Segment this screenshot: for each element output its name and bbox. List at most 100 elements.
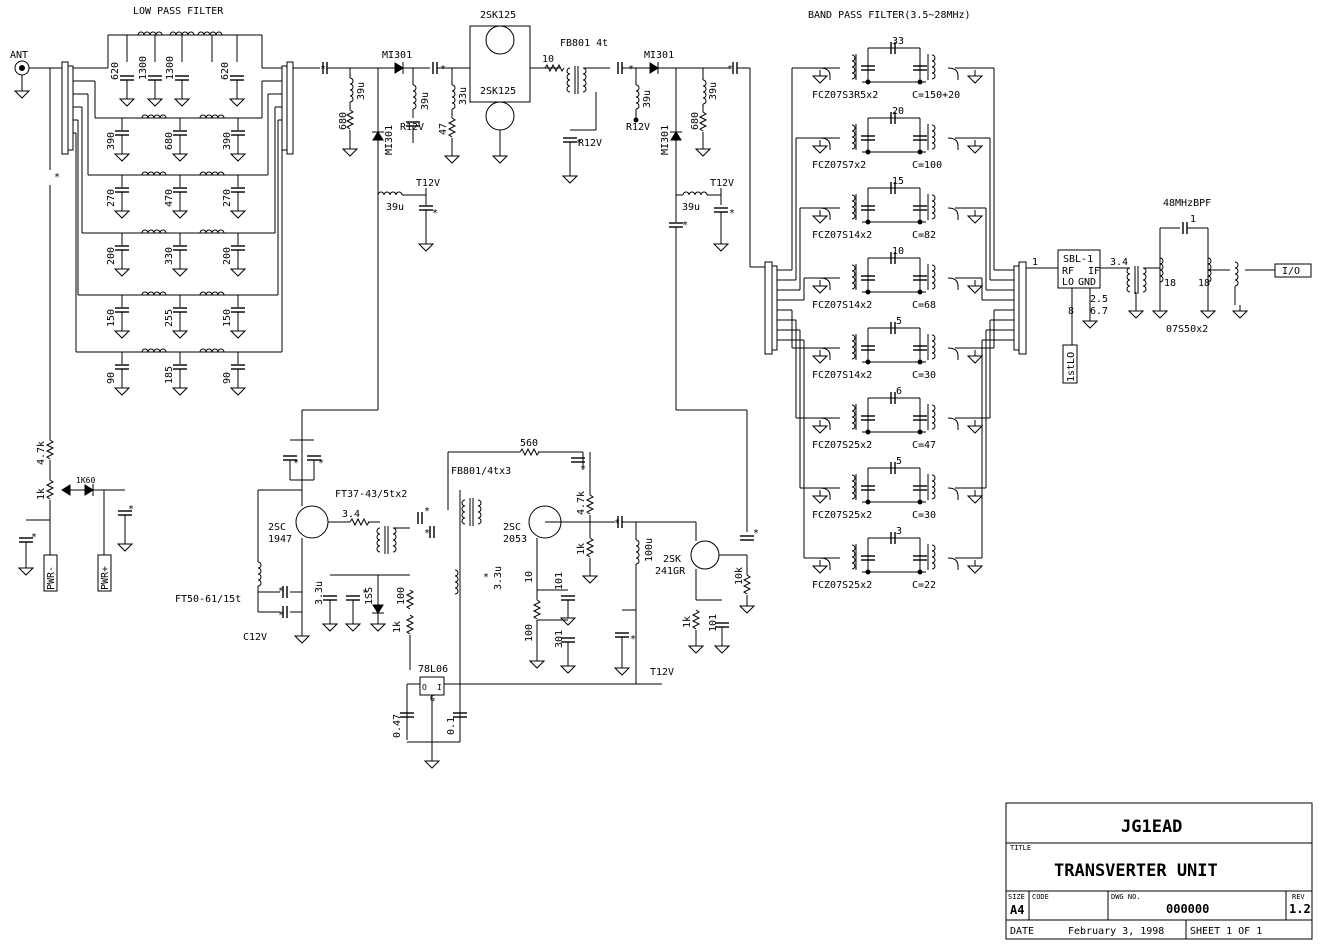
bpf-coil-type: FCZ07S25x2 bbox=[812, 440, 872, 451]
code-label: CODE bbox=[1032, 893, 1049, 901]
label-1k-d: 1k bbox=[682, 616, 693, 628]
label-t12v-b: T12V bbox=[710, 178, 734, 189]
label-101-b: 101 bbox=[708, 614, 719, 632]
unspecified-value-mark: * bbox=[483, 572, 489, 583]
label-39u-a: 39u bbox=[356, 82, 367, 100]
title-block-text: JG1EAD TITLE TRANSVERTER UNIT SIZE A4 CO… bbox=[1008, 817, 1311, 937]
unspecified-value-mark: * bbox=[318, 458, 324, 469]
bpf-resonator-cap: C=82 bbox=[912, 230, 936, 241]
bpf-resonator-cap: C=47 bbox=[912, 440, 936, 451]
bpf-resonator-cap: C=22 bbox=[912, 580, 936, 591]
label-c18-b: 18 bbox=[1198, 278, 1210, 289]
label-2sc1947-a: 2SC bbox=[268, 522, 286, 533]
label-4k7-a: 4.7k bbox=[36, 441, 47, 465]
company-name: JG1EAD bbox=[1121, 817, 1182, 837]
unspecified-value-mark: * bbox=[682, 220, 688, 231]
size-label: SIZE bbox=[1008, 893, 1025, 901]
label-3-3u-b: 3.3u bbox=[493, 566, 504, 590]
bpf-coupling-cap: 5 bbox=[896, 316, 902, 327]
bpf-coil-type: FCZ07S7x2 bbox=[812, 160, 866, 171]
label-mi301-a: MI301 bbox=[382, 50, 412, 61]
label-39u-d: 39u bbox=[708, 82, 719, 100]
bpf-resonator-cap: C=150+20 bbox=[912, 90, 960, 101]
date-label: DATE bbox=[1010, 926, 1034, 937]
label-fet-bot: 2SK125 bbox=[480, 86, 516, 97]
label-2sc2053-a: 2SC bbox=[503, 522, 521, 533]
bpf-resonator-cap: C=100 bbox=[912, 160, 942, 171]
label-reg-g: G bbox=[430, 694, 435, 703]
label-io: I/O bbox=[1282, 266, 1300, 277]
label-c1: 1 bbox=[1190, 214, 1196, 225]
label-100u: 100u bbox=[644, 538, 655, 562]
bpf-resonator-cap: C=68 bbox=[912, 300, 936, 311]
label-100-a: 100 bbox=[396, 587, 407, 605]
label-1k-a: 1k bbox=[36, 488, 47, 500]
label-33u: 33u bbox=[458, 87, 469, 105]
label-4k7-b: 4.7k bbox=[576, 491, 587, 515]
label-fb801-4t: FB801 4t bbox=[560, 38, 608, 49]
low-pass-filter bbox=[14, 34, 294, 440]
label-band-pass-filter: BAND PASS FILTER(3.5~28MHz) bbox=[808, 10, 971, 21]
unspecified-value-mark: * bbox=[424, 506, 430, 517]
label-t12v-c: T12V bbox=[650, 667, 674, 678]
lpf-cap-value: 200 bbox=[222, 247, 233, 265]
label-c18-a: 18 bbox=[1164, 278, 1176, 289]
lpf-cap-value: 1300 bbox=[165, 56, 176, 80]
bpf-coupling-cap: 15 bbox=[892, 176, 904, 187]
label-pins-2-5: 2.5 bbox=[1090, 294, 1108, 305]
lpf-cap-value: 470 bbox=[164, 189, 175, 207]
unspecified-value-mark: * bbox=[614, 518, 620, 529]
label-301: 301 bbox=[554, 630, 565, 648]
label-2sk241-b: 241GR bbox=[655, 566, 686, 577]
label-fet-top: 2SK125 bbox=[480, 10, 516, 21]
labels-layer: LOW PASS FILTER BAND PASS FILTER(3.5~28M… bbox=[10, 6, 1300, 738]
label-t12v-a: T12V bbox=[416, 178, 440, 189]
lpf-cap-value: 90 bbox=[222, 372, 233, 384]
unspecified-value-mark: * bbox=[424, 528, 430, 539]
lpf-cap-value: 680 bbox=[164, 132, 175, 150]
lpf-cap-value: 390 bbox=[222, 132, 233, 150]
label-ft37: FT37-43/5tx2 bbox=[335, 489, 407, 500]
unspecified-value-mark: * bbox=[320, 64, 326, 75]
label-47: 47 bbox=[438, 123, 449, 135]
sheet-value: SHEET 1 OF 1 bbox=[1190, 926, 1262, 937]
bpf-coupling-cap: 3 bbox=[896, 526, 902, 537]
bpf-resonator-cap: C=30 bbox=[912, 510, 936, 521]
unspecified-value-mark: * bbox=[432, 208, 438, 219]
label-0-47: 0.47 bbox=[392, 714, 403, 738]
bpf-coil-type: FCZ07S14x2 bbox=[812, 370, 872, 381]
label-r3-4-b: 3.4 bbox=[1110, 257, 1128, 268]
unspecified-value-mark: * bbox=[278, 610, 284, 621]
label-1k-b: 1k bbox=[392, 621, 403, 633]
unspecified-value-mark: * bbox=[278, 586, 284, 597]
label-2sc1947-b: 1947 bbox=[268, 534, 292, 545]
label-mi301-c: MI301 bbox=[644, 50, 674, 61]
bpf-coupling-cap: 6 bbox=[896, 386, 902, 397]
label-mi301-d: MI301 bbox=[660, 125, 671, 155]
lpf-cap-value: 390 bbox=[106, 132, 117, 150]
unspecified-value-mark: * bbox=[362, 588, 368, 599]
dwg-no-label: DWG NO. bbox=[1111, 893, 1141, 901]
label-ant: ANT bbox=[10, 50, 28, 61]
label-r3-4-a: 3.4 bbox=[342, 509, 360, 520]
label-mi301-b: MI301 bbox=[384, 125, 395, 155]
label-2sk241-a: 2SK bbox=[663, 554, 681, 565]
label-r12v-c: R12V bbox=[626, 122, 650, 133]
unspecified-value-mark: * bbox=[128, 504, 134, 515]
lpf-cap-value: 150 bbox=[106, 309, 117, 327]
lpf-cap-value: 270 bbox=[222, 189, 233, 207]
label-48mhz-bpf: 48MHzBPF bbox=[1163, 198, 1211, 209]
label-3-3u-a: 3.3u bbox=[314, 581, 325, 605]
lpf-cap-value: 150 bbox=[222, 309, 233, 327]
label-sbl-lo: LO bbox=[1062, 277, 1074, 288]
mixer-stage bbox=[1026, 221, 1312, 384]
lpf-cap-value: 200 bbox=[106, 247, 117, 265]
bpf-coupling-cap: 20 bbox=[892, 106, 904, 117]
label-reg-o: O bbox=[422, 683, 427, 692]
label-07s50x2: 07S50x2 bbox=[1166, 324, 1208, 335]
bpf-coil-type: FCZ07S3R5x2 bbox=[812, 90, 878, 101]
label-pwr-minus: PWR- bbox=[46, 566, 57, 590]
